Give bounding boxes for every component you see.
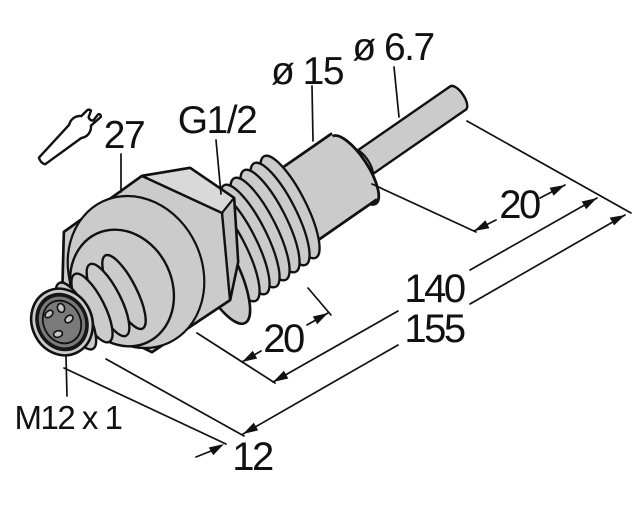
leader-m12 [65,355,68,397]
process-thread-label: G1/2 [178,99,257,142]
leader-probe-diameter [311,85,314,142]
m12-connector [29,253,147,357]
arrowhead [609,215,625,226]
tip-tube-body [346,86,466,182]
dimension-lines [195,184,626,458]
leader-tip-diameter [393,66,400,118]
arrowhead [243,422,259,434]
arrowhead [312,313,328,325]
dim-140-label: 140 [404,267,464,311]
dim-tip-length-label: 20 [499,183,540,227]
leader-g12 [215,139,222,195]
connector-pins [44,302,74,339]
connector-thread-label: M12 x 1 [15,399,122,436]
arrowhead [273,370,289,382]
arrowhead [581,198,597,210]
probe-diameter-label: ø 15 [271,50,344,93]
leader-lines [65,66,400,397]
tip-diameter-label: ø 6.7 [352,26,433,69]
connector-face [29,287,95,357]
wrench-icon [37,108,103,166]
extension-lines [63,120,632,445]
labels: 27 G1/2 ø 15 ø 6.7 M12 x 1 20 20 140 155… [15,26,543,479]
dim-12-label: 12 [232,435,273,479]
g12-thread [199,154,321,303]
arrowhead [549,185,565,196]
wrench-size-label: 27 [104,114,144,157]
dim-155-label: 155 [404,307,464,351]
arrowhead [242,350,258,362]
arrowhead [474,220,490,231]
dim-thread-length-label: 20 [263,317,304,361]
arrowhead [208,444,224,456]
